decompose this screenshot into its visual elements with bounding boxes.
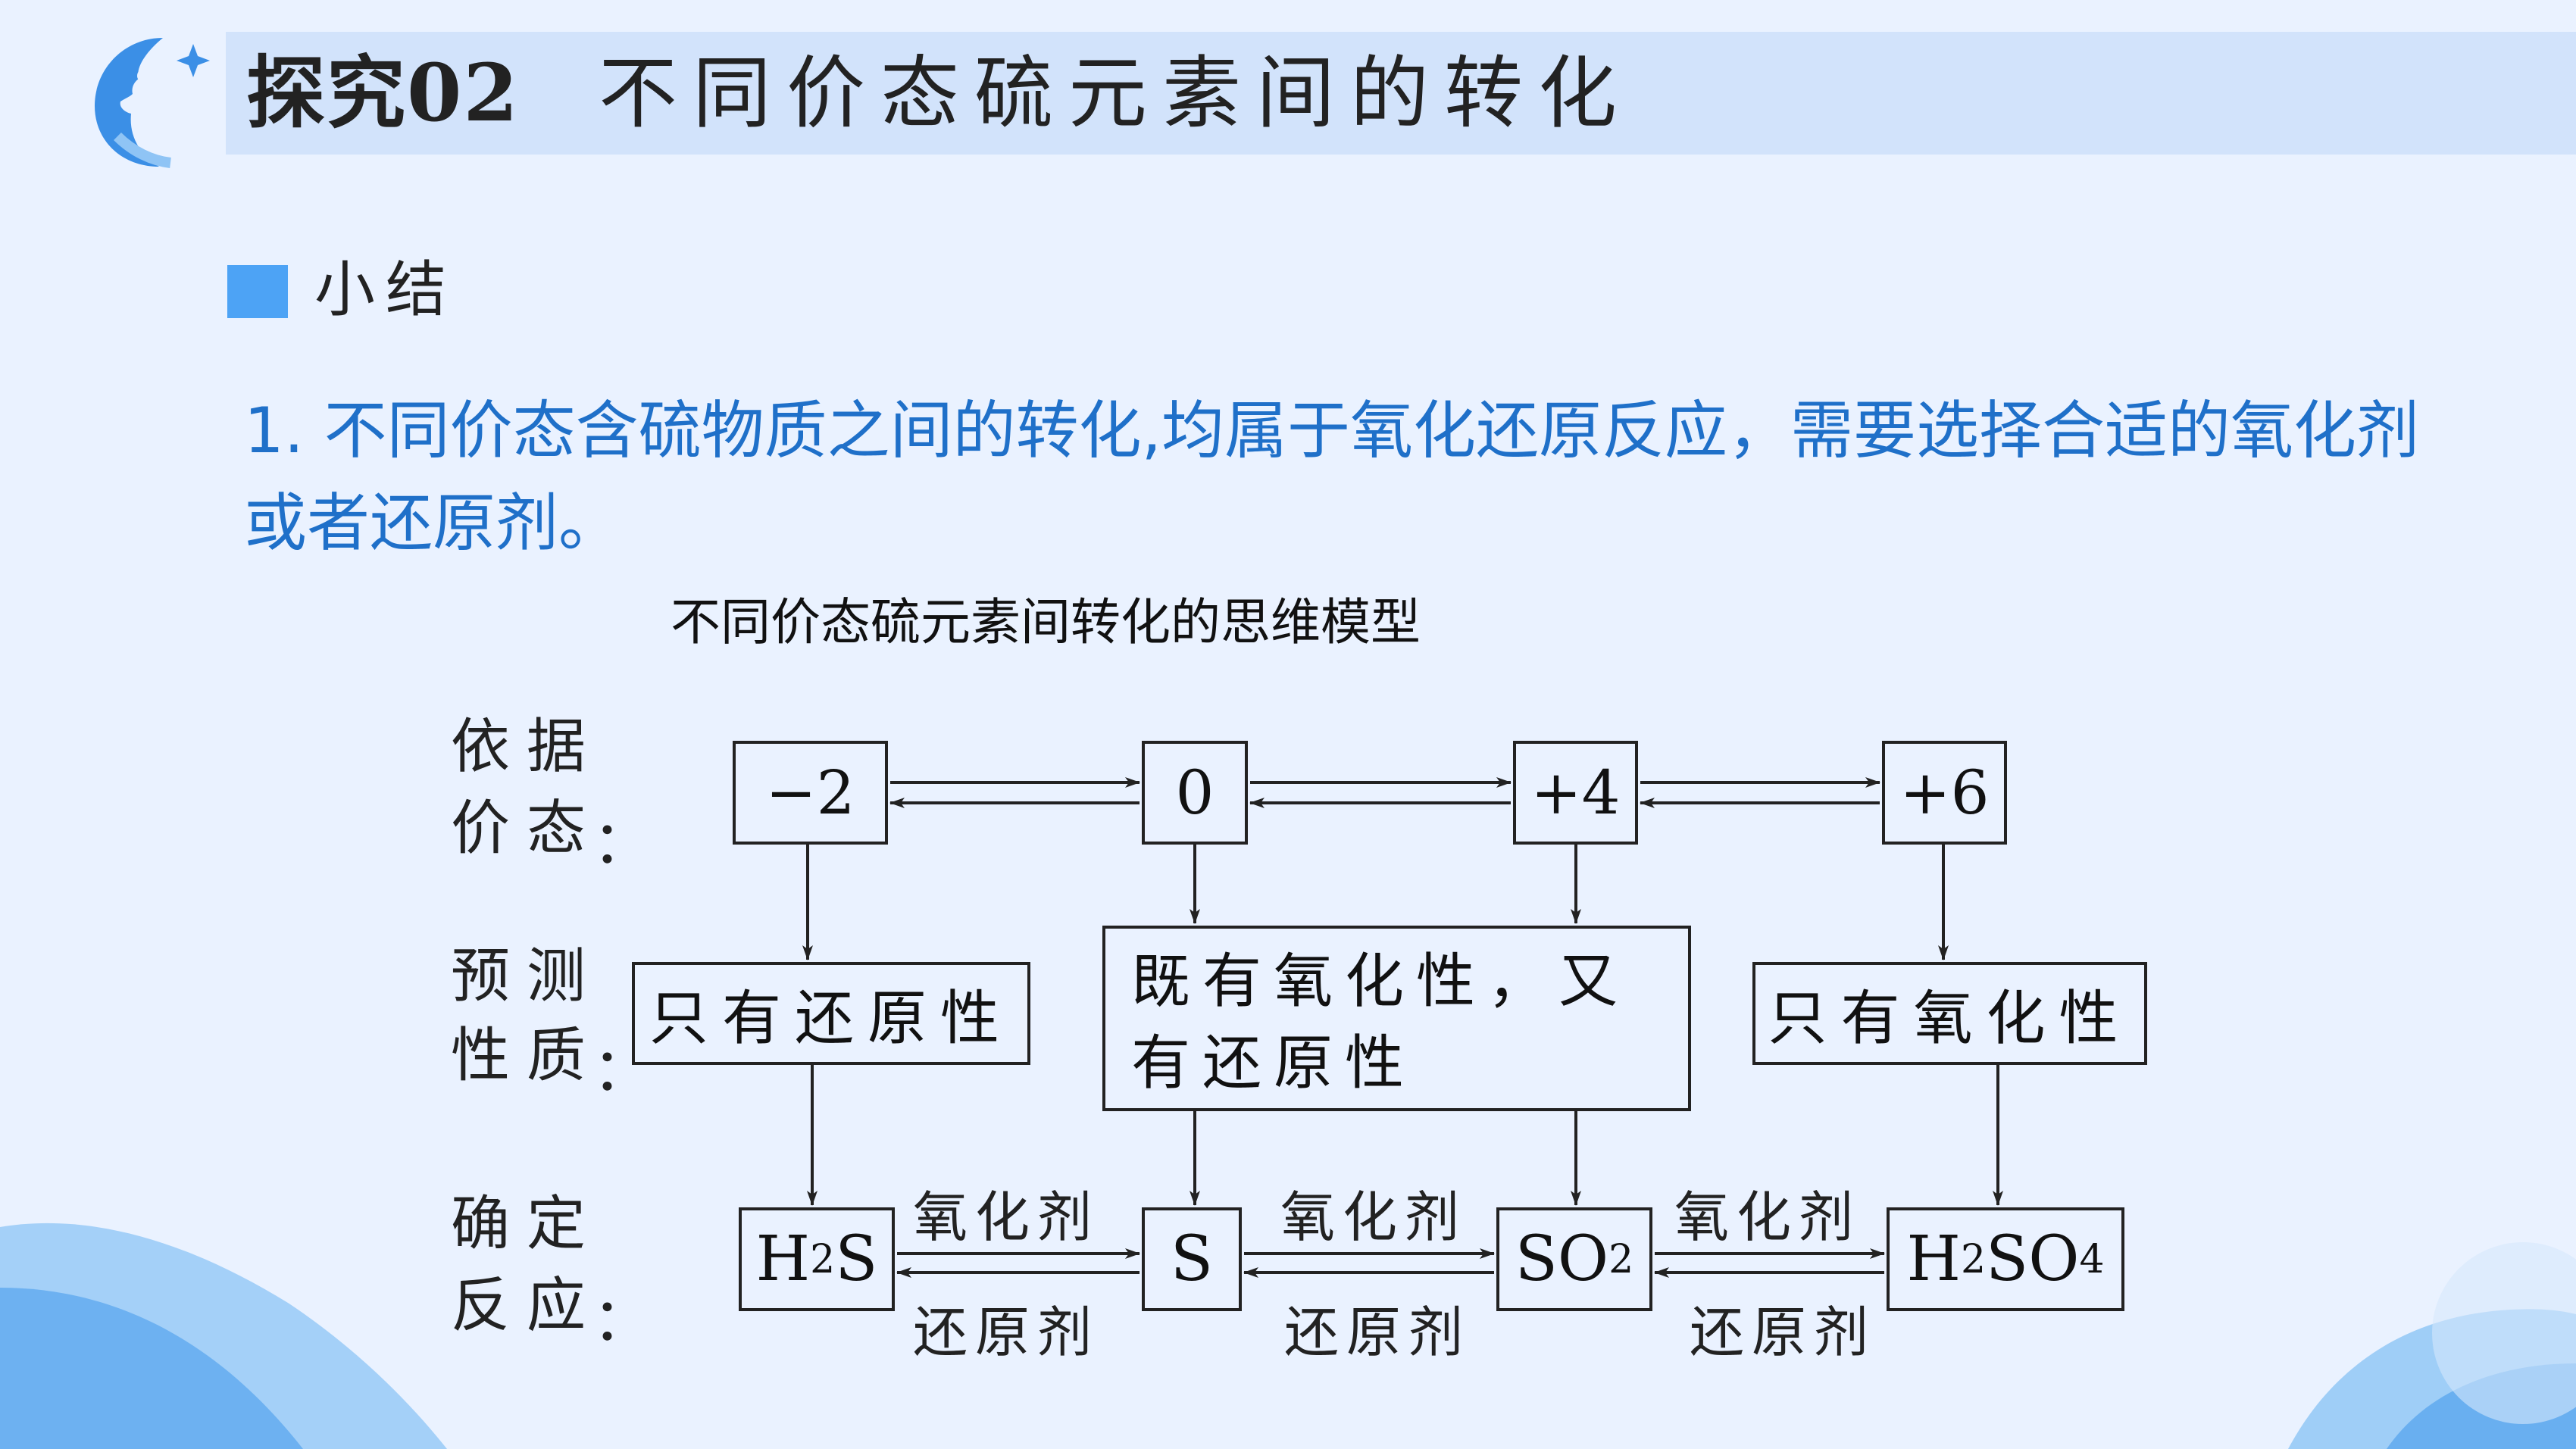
label-oxidant-2: 氧化剂	[1280, 1185, 1468, 1249]
row-label-property-2: 性质	[451, 1022, 603, 1090]
h2s-s: S	[835, 1223, 878, 1295]
so2-so: SO	[1515, 1223, 1609, 1295]
so2-sub: 2	[1608, 1236, 1634, 1282]
title-number: 探究02	[246, 46, 520, 139]
row-colon-valence: ：	[592, 809, 652, 877]
valence-box-0: 0	[1142, 741, 1248, 845]
h2so4-so: SO	[1986, 1223, 2080, 1295]
summary-text: 1. 不同价态含硫物质之间的转化,均属于氧化还原反应，需要选择合适的氧化剂或者还…	[244, 394, 2419, 560]
valence-box-plus6: +6	[1882, 741, 2007, 845]
title-bar	[226, 32, 2576, 155]
valence-box-minus2: −2	[733, 741, 888, 845]
moon-face-logo	[95, 38, 210, 168]
row-label-valence-2: 价态	[451, 795, 603, 863]
row-colon-reaction: ：	[592, 1286, 652, 1354]
h2s-h: H	[755, 1223, 811, 1295]
row-label-valence-1: 依据	[451, 713, 603, 781]
h2so4-h: H	[1906, 1223, 1961, 1295]
section-marker	[227, 265, 288, 318]
label-oxidant-3: 氧化剂	[1674, 1185, 1862, 1249]
section-heading: 小结	[314, 255, 457, 325]
row-label-property-1: 预测	[451, 942, 603, 1010]
s-symbol: S	[1170, 1223, 1214, 1295]
h2s-sub: 2	[810, 1236, 836, 1282]
label-oxidant-1: 氧化剂	[913, 1185, 1100, 1249]
diagram-title: 不同价态硫元素间转化的思维模型	[671, 593, 1421, 651]
substance-box-s: S	[1142, 1207, 1242, 1311]
row-label-reaction-2: 反应	[451, 1272, 603, 1340]
label-reductant-2: 还原剂	[1284, 1301, 1471, 1364]
property-box-reducing-only: 只有还原性	[632, 962, 1030, 1065]
label-reductant-1: 还原剂	[913, 1301, 1100, 1364]
row-label-reaction-1: 确定	[451, 1190, 603, 1258]
label-reductant-3: 还原剂	[1690, 1301, 1877, 1364]
property-box-both: 既有氧化性，又有还原性	[1102, 926, 1691, 1111]
h2so4-sub2: 4	[2079, 1236, 2105, 1282]
page-title: 不同价态硫元素间的转化	[599, 47, 1633, 139]
valence-box-plus4: +4	[1513, 741, 1638, 845]
row-colon-property: ：	[592, 1036, 652, 1104]
h2so4-sub1: 2	[1960, 1236, 1987, 1282]
property-box-oxidizing-only: 只有氧化性	[1752, 962, 2147, 1065]
